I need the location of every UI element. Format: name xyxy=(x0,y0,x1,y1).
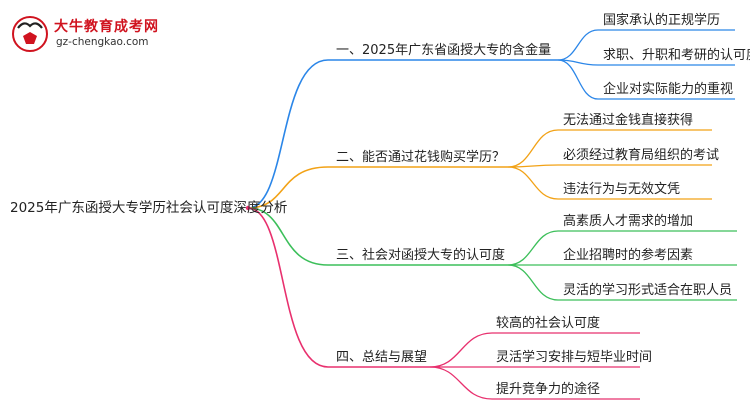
branch-2-leaf-1-curve xyxy=(507,129,559,168)
site-logo[interactable]: 大牛教育成考网 gz-chengkao.com xyxy=(10,14,190,54)
branch-2-leaf-3[interactable]: 违法行为与无效文凭 xyxy=(563,182,681,197)
branch-1-label[interactable]: 一、2025年广东省函授大专的含金量 xyxy=(336,43,552,58)
branch-2-label[interactable]: 二、能否通过花钱购买学历？ xyxy=(336,150,506,165)
root-topic[interactable]: 2025年广东函授大专学历社会认可度深度分析 xyxy=(10,200,288,216)
branch-3-curve xyxy=(247,207,329,266)
branch-1-leaf-3-curve xyxy=(557,59,599,100)
branch-1-leaf-2[interactable]: 求职、升职和考研的认可度 xyxy=(603,48,750,63)
branch-1-leaf-3[interactable]: 企业对实际能力的重视 xyxy=(603,82,734,97)
branch-4-leaf-3-curve xyxy=(429,366,493,400)
branch-3-leaf-3-curve xyxy=(507,264,559,301)
branch-4-label[interactable]: 四、总结与展望 xyxy=(336,350,428,365)
branch-4-leaf-1-curve xyxy=(429,332,493,368)
root-connector-dot xyxy=(245,205,251,211)
branch-3-label[interactable]: 三、社会对函授大专的认可度 xyxy=(336,248,506,263)
branch-4-leaf-1[interactable]: 较高的社会认可度 xyxy=(496,316,601,331)
branch-4-curve xyxy=(247,207,329,368)
branch-1-curve xyxy=(247,59,329,209)
branch-2-leaf-2[interactable]: 必须经过教育局组织的考试 xyxy=(563,148,720,163)
branch-2-leaf-1[interactable]: 无法通过金钱直接获得 xyxy=(563,113,694,128)
branch-1-leaf-1[interactable]: 国家承认的正规学历 xyxy=(603,13,721,28)
branch-2-leaf-3-curve xyxy=(507,166,559,200)
branch-1-leaf-1-curve xyxy=(557,29,599,61)
logo-name: 大牛教育成考网 xyxy=(54,19,159,35)
branch-4-leaf-3[interactable]: 提升竞争力的途径 xyxy=(496,382,601,397)
branch-3-leaf-3[interactable]: 灵活的学习形式适合在职人员 xyxy=(563,283,733,298)
branch-3-leaf-1-curve xyxy=(507,230,559,266)
branch-2-curve xyxy=(247,166,329,209)
branch-4-leaf-2[interactable]: 灵活学习安排与短毕业时间 xyxy=(496,350,653,365)
branch-3-leaf-2[interactable]: 企业招聘时的参考因素 xyxy=(563,248,694,263)
bull-logo-icon xyxy=(12,16,48,52)
logo-url: gz-chengkao.com xyxy=(56,36,149,48)
branch-3-leaf-1[interactable]: 高素质人才需求的增加 xyxy=(563,214,694,229)
